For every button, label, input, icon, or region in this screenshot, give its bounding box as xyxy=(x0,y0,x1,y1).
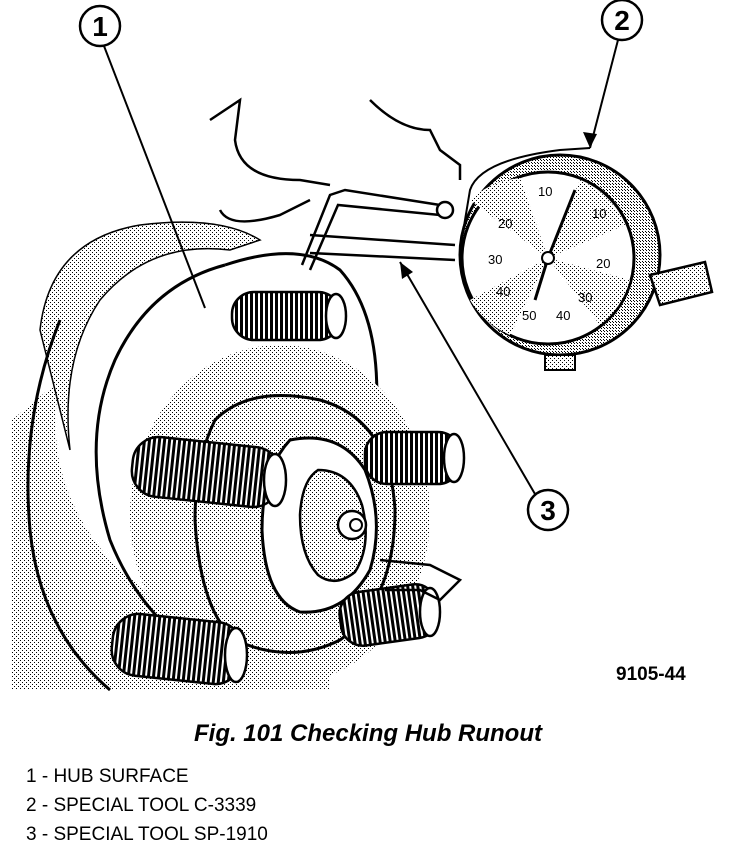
legend-item: 3 - SPECIAL TOOL SP-1910 xyxy=(26,824,268,845)
dial-number: 30 xyxy=(578,290,592,305)
legend-item: 1 - HUB SURFACE xyxy=(26,766,189,787)
indicator-rod xyxy=(300,188,456,271)
callout-3: 3 xyxy=(399,261,570,532)
knuckle-bracket xyxy=(209,97,462,223)
dial-number: 20 xyxy=(596,256,610,271)
wheel-studs xyxy=(110,290,466,686)
dial-face-shading xyxy=(470,178,630,335)
figure-caption: Fig. 101 Checking Hub Runout xyxy=(193,720,542,747)
callout-number: 3 xyxy=(540,495,556,526)
hub-runout-illustration: 10 20 30 40 50 40 30 20 10 xyxy=(12,0,714,692)
wheel-stud xyxy=(110,612,249,686)
dial-number: 20 xyxy=(498,216,512,231)
wheel-stud xyxy=(230,290,348,342)
rotor-shading xyxy=(12,221,330,690)
callout-number: 2 xyxy=(614,5,630,36)
dial-indicator: 10 20 30 40 50 40 30 20 10 xyxy=(458,147,714,371)
figure-id: 9105-44 xyxy=(616,664,686,685)
legend-list: 1 - HUB SURFACE 2 - SPECIAL TOOL C-3339 … xyxy=(26,762,268,849)
dial-number: 40 xyxy=(496,284,510,299)
dial-number: 30 xyxy=(488,252,502,267)
wheel-stud xyxy=(363,430,466,486)
wheel-stud xyxy=(130,435,288,509)
callout-1: 1 xyxy=(78,4,206,309)
callout-number: 1 xyxy=(92,11,108,42)
callout-2: 2 xyxy=(583,0,644,149)
dial-number: 10 xyxy=(592,206,606,221)
dial-number: 10 xyxy=(538,184,552,199)
lower-bracket xyxy=(379,558,463,602)
dial-number: 50 xyxy=(522,308,536,323)
dial-number: 40 xyxy=(556,308,570,323)
wheel-stud xyxy=(338,583,442,647)
legend-item: 2 - SPECIAL TOOL C-3339 xyxy=(26,795,257,816)
